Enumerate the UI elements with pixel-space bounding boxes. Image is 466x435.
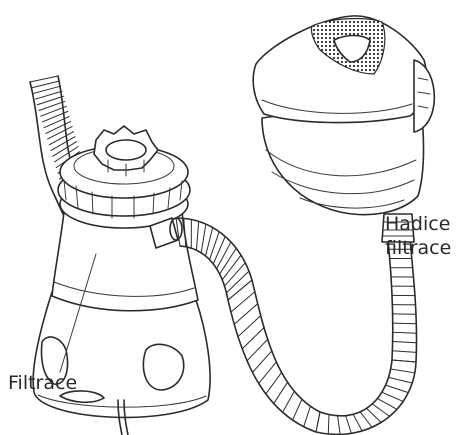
connecting-hose <box>176 218 417 434</box>
heater-unit <box>253 16 434 242</box>
hose-label-line1: Hadice <box>385 212 451 236</box>
hose-label-line2: filtrace <box>385 236 451 260</box>
filter-label: Filtrace <box>8 371 77 395</box>
hose-label: Hadice filtrace <box>385 212 451 260</box>
